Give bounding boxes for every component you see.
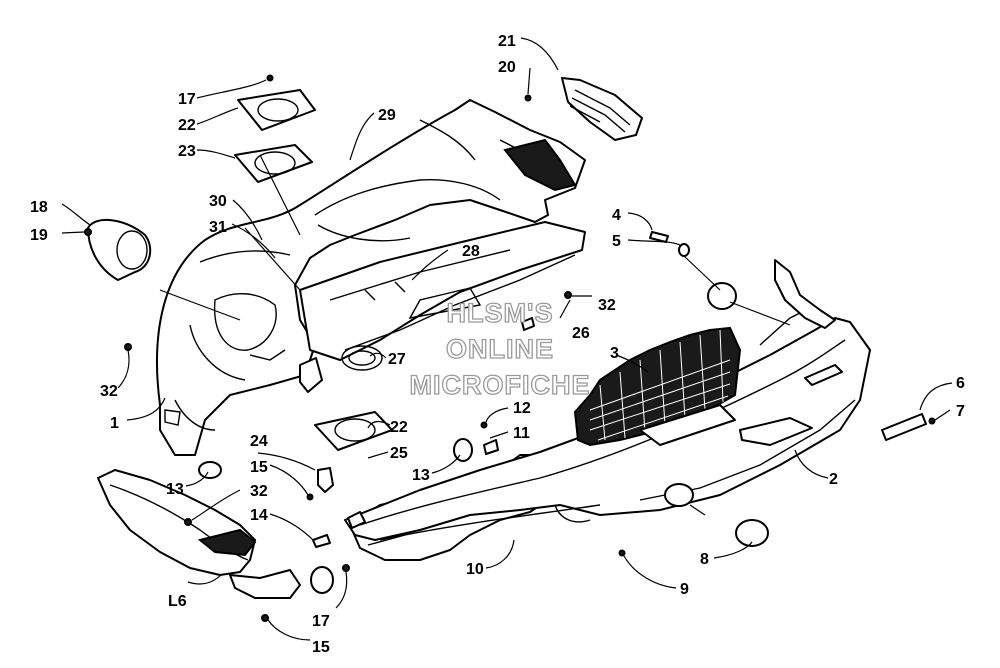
belly-pan-part — [97, 469, 301, 599]
callout-32a: 32 — [100, 383, 118, 400]
callout-17a: 17 — [178, 91, 196, 108]
callout-3: 3 — [610, 345, 619, 362]
callout-21: 21 — [498, 33, 516, 50]
gauge-ring-27 — [341, 345, 383, 371]
callout-5: 5 — [612, 233, 621, 250]
callout-24: 24 — [250, 433, 268, 450]
callout-29: 29 — [378, 107, 396, 124]
watermark-line3: MICROFICHE — [410, 370, 591, 400]
callout-7: 7 — [956, 403, 965, 420]
callout-4: 4 — [612, 207, 621, 224]
hardware-parts — [84, 74, 936, 622]
callout-13a: 13 — [412, 467, 430, 484]
callout-22a: 22 — [178, 117, 196, 134]
watermark-line2: ONLINE — [446, 334, 554, 364]
callout-10: 10 — [466, 561, 484, 578]
hood-part — [156, 99, 586, 456]
callouts: 1 2 3 4 5 6 7 8 9 10 11 12 13 13 14 15 1… — [30, 33, 965, 656]
gauge-plate-middle — [234, 144, 313, 183]
watermark-line1: HLSM'S — [447, 298, 554, 328]
callout-1: 1 — [110, 415, 119, 432]
callout-23: 23 — [178, 143, 196, 160]
callout-30: 30 — [209, 193, 227, 210]
callout-8: 8 — [700, 551, 709, 568]
callout-32c: 32 — [598, 297, 616, 314]
heat-exchanger-part — [573, 326, 742, 447]
callout-14: 14 — [250, 507, 268, 524]
gauge-plate-lower — [314, 411, 393, 451]
callout-25: 25 — [390, 445, 408, 462]
callout-18: 18 — [30, 199, 48, 216]
dash-panel-part — [299, 221, 586, 361]
callout-6: 6 — [956, 375, 965, 392]
callout-28: 28 — [462, 243, 480, 260]
callout-27: 27 — [388, 351, 406, 368]
callout-20: 20 — [498, 59, 516, 76]
callout-13b: 13 — [166, 481, 184, 498]
callout-2: 2 — [829, 471, 838, 488]
callout-32b: 32 — [250, 483, 268, 500]
leader-lines — [61, 37, 953, 641]
callout-11: 11 — [513, 425, 530, 442]
callout-31: 31 — [209, 219, 227, 236]
headlight-shroud-part — [87, 218, 152, 281]
gauge-plate-upper — [237, 89, 316, 131]
callout-17b: 17 — [312, 613, 330, 630]
windshield-part — [561, 77, 643, 141]
watermark: HLSM'S ONLINE MICROFICHE — [409, 297, 591, 400]
callout-L6: L6 — [168, 593, 187, 610]
callout-26: 26 — [572, 325, 590, 342]
callout-22b: 22 — [390, 419, 408, 436]
callout-15a: 15 — [250, 459, 268, 476]
callout-15b: 15 — [312, 639, 330, 656]
callout-9: 9 — [680, 581, 689, 598]
callout-19: 19 — [30, 227, 48, 244]
callout-12: 12 — [513, 400, 531, 417]
